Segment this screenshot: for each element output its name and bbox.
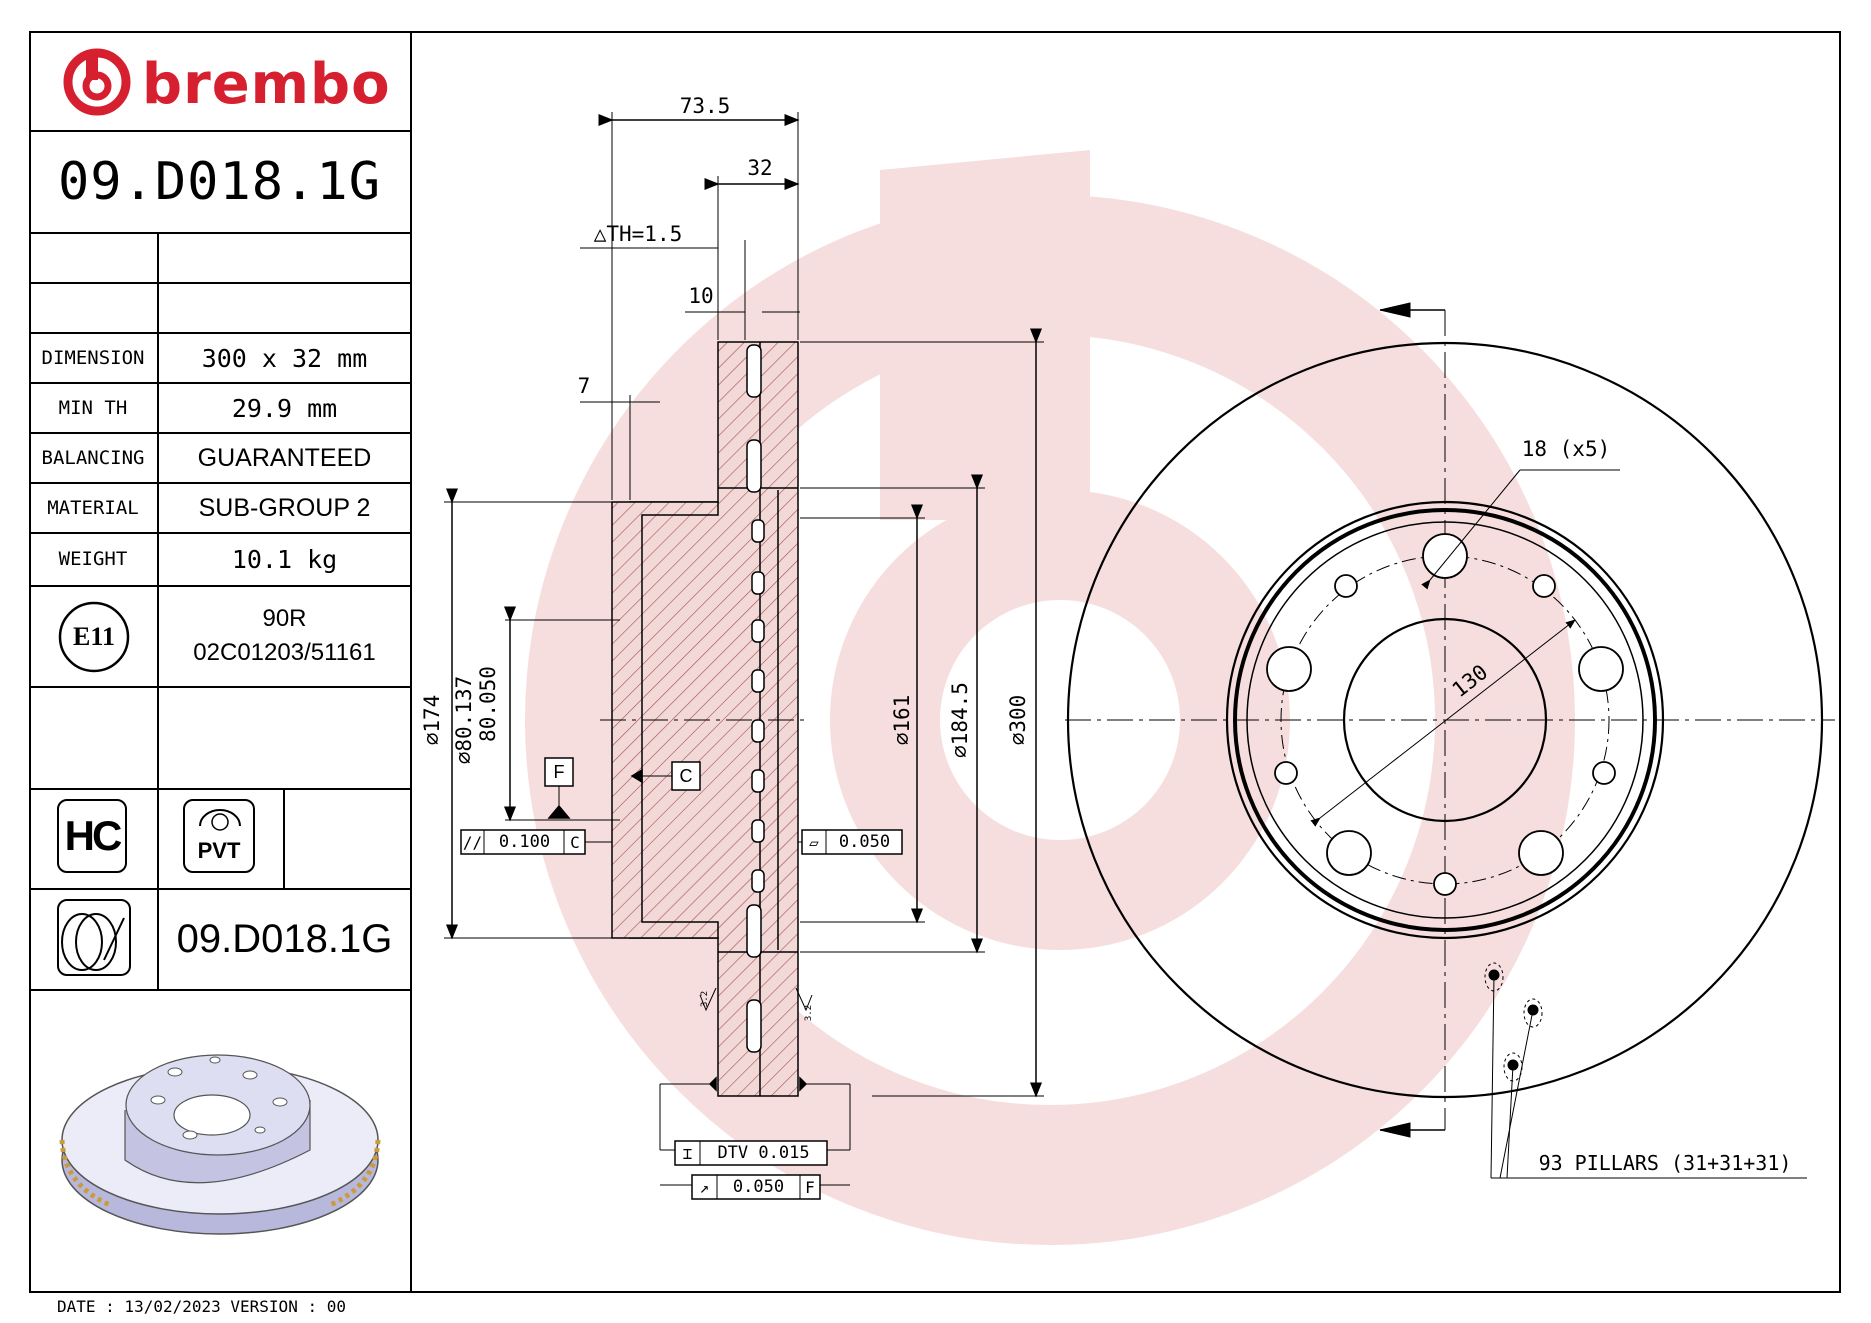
dim-hat-wall: 7 bbox=[577, 374, 591, 398]
front-view bbox=[1065, 302, 1835, 1179]
rule bbox=[29, 332, 410, 334]
title-block bbox=[29, 31, 412, 1293]
part-number-footer: 09.D018.1G bbox=[176, 916, 393, 961]
dim-diam-80-050: 80.050 bbox=[476, 666, 500, 742]
rule bbox=[29, 482, 410, 484]
hc-badge: HC bbox=[64, 812, 123, 859]
spec-label-weight: WEIGHT bbox=[58, 548, 128, 570]
approval-mark: E11 bbox=[73, 622, 115, 651]
rule bbox=[157, 232, 159, 989]
dim-diam-80-137: ⌀80.137 bbox=[452, 675, 476, 765]
bolt-holes bbox=[1266, 533, 1624, 896]
datum-c: C bbox=[679, 765, 693, 786]
vane-slots bbox=[746, 344, 765, 1053]
approval-line1: 90R bbox=[262, 605, 307, 632]
pillar-markers bbox=[1484, 962, 1807, 1179]
spec-label-material: MATERIAL bbox=[47, 497, 139, 519]
rule bbox=[29, 282, 410, 284]
spec-value-weight: 10.1 kg bbox=[231, 544, 338, 574]
disc-render-image bbox=[59, 1054, 381, 1235]
rule bbox=[29, 585, 410, 587]
rule bbox=[29, 382, 410, 384]
rule bbox=[29, 788, 410, 790]
section-view bbox=[444, 112, 1044, 1200]
flatness-icon: ▱ bbox=[809, 832, 819, 852]
hc-badge-icon bbox=[57, 799, 127, 873]
pvt-badge-icon bbox=[183, 799, 255, 873]
rule bbox=[29, 888, 410, 890]
runout-icon: ↗ bbox=[699, 1177, 710, 1197]
rule bbox=[29, 130, 410, 132]
pvt-badge: PVT bbox=[197, 838, 241, 863]
drawing-frame bbox=[29, 31, 1841, 1293]
dim-diam-184-5: ⌀184.5 bbox=[948, 682, 972, 758]
parallelism-ref: C bbox=[570, 832, 580, 852]
dim-th-tolerance: △TH=1.5 bbox=[593, 222, 683, 246]
spec-value-balancing: GUARANTEED bbox=[197, 443, 372, 472]
rule bbox=[29, 232, 410, 234]
rule bbox=[29, 432, 410, 434]
dim-diam-300: ⌀300 bbox=[1006, 694, 1030, 746]
dim-bolt-holes: 18 (x5) bbox=[1521, 437, 1611, 461]
roughness-right: 3.2 bbox=[804, 1004, 814, 1022]
dtv-value: DTV 0.015 bbox=[717, 1143, 810, 1163]
dtv-icon: ⌶ bbox=[682, 1143, 693, 1163]
approval-line2: 02C01203/51161 bbox=[193, 639, 376, 666]
parallelism-icon: // bbox=[462, 832, 483, 852]
flatness-value: 0.050 bbox=[838, 832, 891, 852]
brand-wordmark: brembo bbox=[142, 52, 391, 117]
spec-value-material: SUB-GROUP 2 bbox=[198, 493, 371, 522]
dim-pillars: 93 PILLARS (31+31+31) bbox=[1538, 1151, 1792, 1175]
rule bbox=[29, 686, 410, 688]
rule bbox=[29, 532, 410, 534]
dim-diam-174: ⌀174 bbox=[420, 694, 444, 746]
dim-vane-width: 10 bbox=[688, 284, 714, 308]
dim-diam-161: ⌀161 bbox=[890, 694, 914, 746]
spec-label-dimension: DIMENSION bbox=[41, 347, 145, 369]
part-number: 09.D018.1G bbox=[57, 152, 382, 212]
datum-f: F bbox=[553, 761, 565, 782]
dim-overall-height: 73.5 bbox=[679, 94, 731, 118]
spec-label-balancing: BALANCING bbox=[41, 447, 145, 469]
e11-approval-icon bbox=[58, 601, 130, 673]
roughness-left: 3.2 bbox=[700, 990, 710, 1008]
date-version: DATE : 13/02/2023 VERSION : 00 bbox=[57, 1297, 346, 1316]
rule bbox=[29, 989, 410, 991]
runout-ref: F bbox=[805, 1177, 815, 1197]
dim-thickness: 32 bbox=[747, 156, 773, 180]
parallelism-value: 0.100 bbox=[498, 832, 551, 852]
rule bbox=[283, 788, 285, 888]
disc-outline-icon bbox=[57, 899, 131, 976]
spec-label-min-th: MIN TH bbox=[58, 397, 128, 419]
brembo-logo-icon bbox=[63, 48, 131, 116]
runout-value: 0.050 bbox=[732, 1177, 785, 1197]
spec-value-dimension: 300 x 32 mm bbox=[201, 343, 368, 373]
spec-value-min-th: 29.9 mm bbox=[231, 393, 338, 423]
